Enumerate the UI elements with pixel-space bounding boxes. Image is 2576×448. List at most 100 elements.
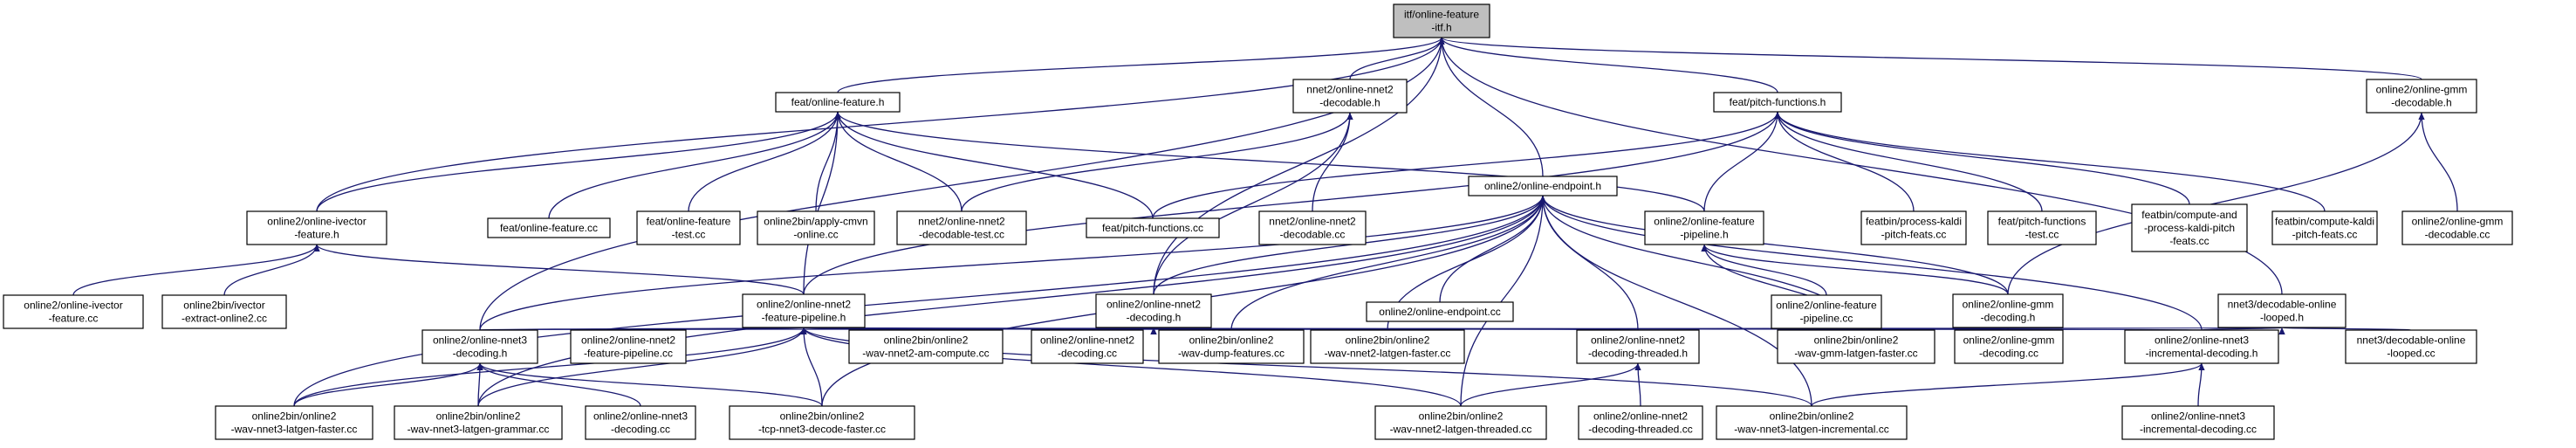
graph-node-online2-feature-pipeline-cc[interactable]: online2/online-feature-pipeline.cc	[1771, 294, 1882, 329]
node-box	[570, 329, 687, 364]
graph-node-feat-online-feature-test-cc[interactable]: feat/online-feature-test.cc	[636, 210, 741, 245]
node-box	[896, 210, 1027, 245]
graph-node-wav-nnet3-latgen-incremental-cc[interactable]: online2bin/online2-wav-nnet3-latgen-incr…	[1716, 405, 1908, 440]
dependency-edge	[1539, 195, 1812, 407]
node-box	[1374, 405, 1547, 440]
node-label: -feats.cc	[2169, 235, 2209, 247]
graph-node-nnet2-feature-pipeline-cc[interactable]: online2/online-nnet2-feature-pipeline.cc	[570, 329, 687, 364]
node-label: feat/pitch-functions.cc	[1102, 222, 1203, 234]
dependency-edge	[2007, 112, 2425, 295]
graph-node-wav-nnet2-latgen-faster-cc[interactable]: online2bin/online2-wav-nnet2-latgen-fast…	[1310, 329, 1465, 364]
graph-node-wav-nnet3-latgen-faster-cc[interactable]: online2bin/online2-wav-nnet3-latgen-fast…	[215, 405, 373, 440]
graph-node-pitch-functions-test-cc[interactable]: feat/pitch-functions-test.cc	[1987, 210, 2097, 245]
dependency-edge	[1153, 37, 1445, 295]
node-label: nnet3/decodable-online	[2357, 334, 2466, 347]
node-label: online2bin/online2	[884, 334, 969, 347]
graph-node-nnet2-decoding-threaded-h[interactable]: online2/online-nnet2-decoding-threaded.h	[1576, 329, 1700, 364]
graph-node-online2-nnet2-decoding-cc[interactable]: online2/online-nnet2-decoding.cc	[1031, 329, 1144, 364]
graph-node-online2-gmm-decodable-h[interactable]: online2/online-gmm-decodable.h	[2366, 79, 2477, 114]
graph-node-feat-online-feature-h[interactable]: feat/online-feature.h	[775, 92, 901, 113]
node-label: -wav-nnet2-am-compute.cc	[862, 348, 989, 360]
node-box	[1644, 210, 1764, 245]
dependency-edge	[1460, 362, 1641, 407]
node-label: -wav-nnet3-latgen-grammar.cc	[408, 424, 550, 436]
graph-node-ivector-extract-online2-cc[interactable]: online2bin/ivector-extract-online2.cc	[161, 294, 287, 329]
graph-node-wav-nnet2-am-compute-cc[interactable]: online2bin/online2-wav-nnet2-am-compute.…	[848, 329, 1004, 364]
graph-node-online2-nnet2-decoding-h[interactable]: online2/online-nnet2-decoding.h	[1095, 293, 1212, 328]
graph-node-wav-nnet2-latgen-threaded-cc[interactable]: online2bin/online2-wav-nnet2-latgen-thre…	[1374, 405, 1547, 440]
graph-node-compute-and-process-cc[interactable]: featbin/compute-and-process-kaldi-pitch-…	[2131, 203, 2248, 252]
node-box	[1086, 217, 1220, 238]
node-box	[585, 405, 696, 440]
graph-node-online2-ivector-feature-h[interactable]: online2/online-ivector-feature.h	[246, 210, 387, 245]
node-label: online2/online-endpoint.cc	[1379, 306, 1500, 318]
node-label: online2/online-feature	[1776, 300, 1877, 312]
dependency-edge	[834, 111, 1705, 212]
graph-node-nnet2-decodable-test-cc[interactable]: nnet2/online-nnet2-decodable-test.cc	[896, 210, 1027, 245]
node-label: online2/online-nnet2	[1593, 410, 1688, 423]
node-label: -incremental-decoding.cc	[2140, 424, 2257, 436]
dependency-edge	[1152, 111, 1781, 219]
graph-node-root[interactable]: itf/online-feature-itf.h	[1393, 3, 1490, 38]
dependency-edge	[1539, 195, 2009, 295]
graph-node-nnet3-decodable-online-looped-h[interactable]: nnet3/decodable-online-looped.h	[2217, 293, 2346, 328]
graph-node-wav-dump-features-cc[interactable]: online2bin/online2-wav-dump-features.cc	[1158, 329, 1305, 364]
node-label: -pitch-feats.cc	[2292, 229, 2358, 241]
node-box	[215, 405, 373, 440]
graph-node-apply-cmvn-online-cc[interactable]: online2bin/apply-cmvn-online.cc	[757, 210, 875, 245]
graph-node-tcp-nnet3-decode-faster-cc[interactable]: online2bin/online2-tcp-nnet3-decode-fast…	[729, 405, 915, 440]
dependency-edge	[803, 111, 1781, 295]
graph-node-nnet2-feature-pipeline-h[interactable]: online2/online-nnet2-feature-pipeline.h	[742, 293, 866, 328]
node-label: nnet2/online-nnet2	[918, 216, 1005, 228]
node-label: online2/online-nnet3	[593, 410, 688, 423]
node-label: -looped.h	[2260, 312, 2304, 324]
graph-node-nnet2-online-decodable-h[interactable]: nnet2/online-nnet2-decodable.h	[1292, 79, 1408, 114]
graph-node-nnet3-incremental-decoding-h[interactable]: online2/online-nnet3-incremental-decodin…	[2124, 329, 2279, 364]
dependency-edge	[1774, 111, 2326, 212]
graph-node-online2-endpoint-cc[interactable]: online2/online-endpoint.cc	[1366, 301, 1514, 322]
graph-node-nnet3-decodable-online-looped-cc[interactable]: nnet3/decodable-online-looped.cc	[2345, 329, 2477, 364]
dependency-edge	[1774, 111, 2190, 205]
dependency-edge	[1634, 362, 1641, 407]
graph-node-feat-pitch-functions-h[interactable]: feat/pitch-functions.h	[1713, 92, 1842, 113]
node-box	[1578, 405, 1703, 440]
graph-node-online2-endpoint-h[interactable]: online2/online-endpoint.h	[1468, 176, 1618, 196]
dependency-edge	[1438, 37, 2422, 80]
dependency-edge	[1811, 362, 2205, 407]
graph-node-wav-nnet3-latgen-grammar-cc[interactable]: online2bin/online2-wav-nnet3-latgen-gram…	[394, 405, 563, 440]
node-box	[757, 210, 875, 245]
graph-node-compute-kaldi-pitch-cc[interactable]: featbin/compute-kaldi-pitch-feats.cc	[2271, 210, 2378, 245]
node-box	[2366, 79, 2477, 114]
node-label: -pipeline.cc	[1800, 313, 1853, 325]
node-label: online2/online-ivector	[267, 216, 366, 228]
graph-node-wav-gmm-latgen-faster-cc[interactable]: online2bin/online2-wav-gmm-latgen-faster…	[1777, 329, 1935, 364]
node-label: -wav-nnet2-latgen-faster.cc	[1325, 348, 1451, 360]
node-label: online2bin/online2	[1814, 334, 1899, 347]
graph-node-feat-pitch-functions-cc[interactable]: feat/pitch-functions.cc	[1086, 217, 1220, 238]
dependency-edge	[1460, 195, 1546, 407]
graph-node-nnet2-decodable-cc[interactable]: nnet2/online-nnet2-decodable.cc	[1258, 210, 1367, 245]
dependency-edge	[313, 244, 805, 295]
node-label: -wav-gmm-latgen-faster.cc	[1794, 348, 1917, 360]
graph-node-online2-gmm-decodable-cc[interactable]: online2/online-gmm-decodable.cc	[2401, 210, 2513, 245]
graph-node-online2-ivector-feature-cc[interactable]: online2/online-ivector-feature.cc	[3, 294, 144, 329]
node-box	[2121, 405, 2275, 440]
node-label: nnet2/online-nnet2	[1306, 84, 1394, 96]
dependency-edge	[293, 327, 807, 407]
node-label: online2/online-nnet3	[433, 334, 527, 347]
dependency-edge	[548, 111, 841, 219]
graph-node-process-kaldi-pitch-cc[interactable]: featbin/process-kaldi-pitch-feats.cc	[1860, 210, 1967, 245]
graph-node-feat-online-feature-cc[interactable]: feat/online-feature.cc	[487, 217, 611, 238]
graph-node-nnet3-incremental-decoding-cc[interactable]: online2/online-nnet3-incremental-decodin…	[2121, 405, 2275, 440]
dependency-edge	[1438, 37, 1778, 93]
graph-node-online2-feature-pipeline-h[interactable]: online2/online-feature-pipeline.h	[1644, 210, 1764, 245]
node-label: -looped.cc	[2387, 348, 2435, 360]
graph-node-online2-nnet3-decoding-cc[interactable]: online2/online-nnet3-decoding.cc	[585, 405, 696, 440]
graph-node-online2-gmm-decoding-cc[interactable]: online2/online-gmm-decoding.cc	[1954, 329, 2064, 364]
node-label: online2bin/online2	[436, 410, 521, 423]
dependency-edge	[1349, 37, 1445, 80]
graph-node-online2-gmm-decoding-h[interactable]: online2/online-gmm-decoding.h	[1952, 293, 2064, 328]
graph-node-online2-nnet3-decoding-h[interactable]: online2/online-nnet3-decoding.h	[421, 329, 538, 364]
graph-node-nnet2-decoding-threaded-cc[interactable]: online2/online-nnet2-decoding-threaded.c…	[1578, 405, 1703, 440]
node-box	[1292, 79, 1408, 114]
